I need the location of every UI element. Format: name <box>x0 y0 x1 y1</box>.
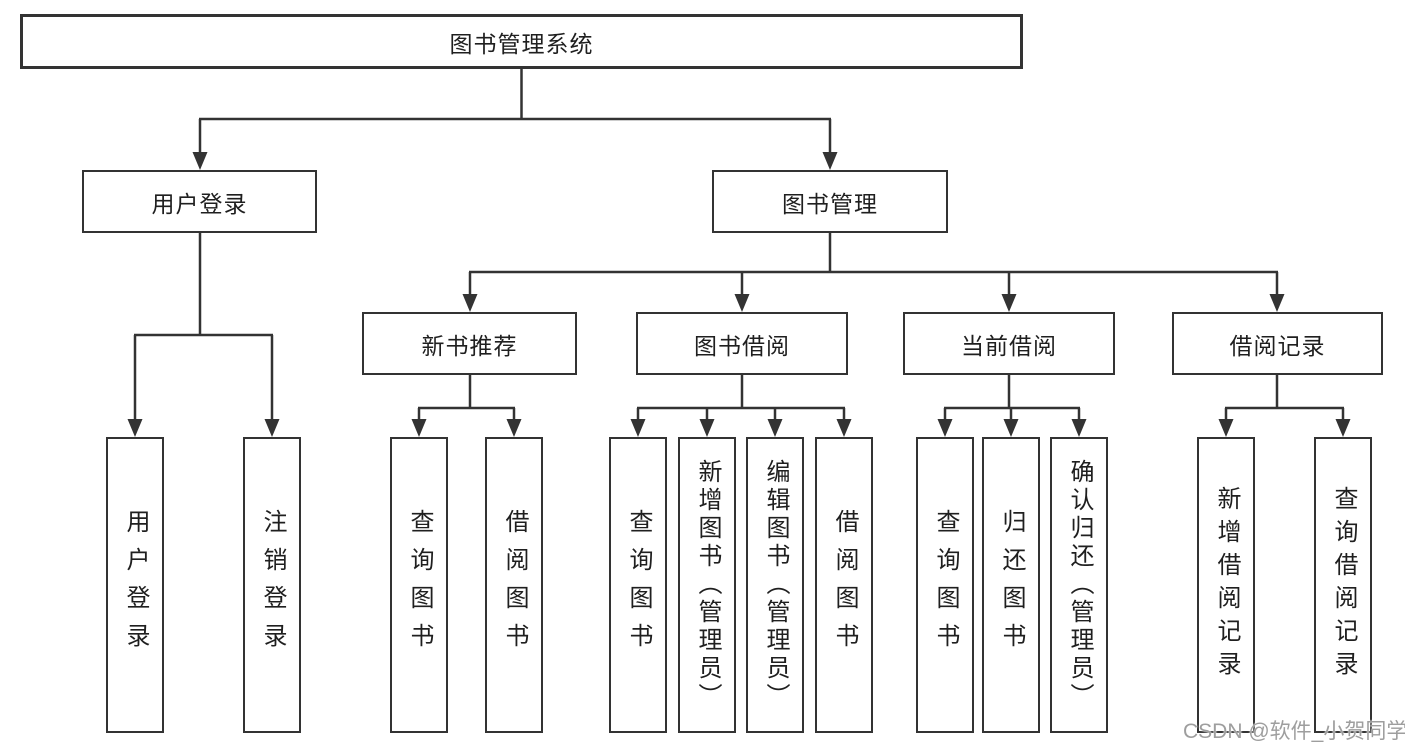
leaf-records-query-borrow-record: 查询借阅记录 <box>1314 437 1372 733</box>
leaf-recommend-query-books-label: 查询图书 <box>406 509 433 661</box>
node-borrow-records-label: 借阅记录 <box>1229 332 1326 359</box>
leaf-borrowing-borrow-books: 借阅图书 <box>815 437 873 733</box>
leaf-borrowing-edit-books-admin-label: 编辑图书（管理员） <box>762 459 789 711</box>
leaf-records-query-borrow-record-label: 查询借阅记录 <box>1330 486 1357 684</box>
leaf-records-add-borrow-record: 新增借阅记录 <box>1197 437 1255 733</box>
leaf-recommend-query-books: 查询图书 <box>390 437 448 733</box>
node-current-borrowing-label: 当前借阅 <box>961 332 1057 359</box>
leaf-user-login: 用户登录 <box>106 437 164 733</box>
leaf-current-query-books-label: 查询图书 <box>932 509 959 661</box>
leaf-borrowing-edit-books-admin: 编辑图书（管理员） <box>746 437 804 733</box>
leaf-borrowing-query-books: 查询图书 <box>609 437 667 733</box>
leaf-borrowing-add-books-admin-label: 新增图书（管理员） <box>694 459 721 711</box>
tree-edges <box>133 69 1345 420</box>
leaf-current-confirm-return-admin: 确认归还（管理员） <box>1050 437 1108 733</box>
node-root-system: 图书管理系统 <box>20 14 1023 69</box>
node-user-login-branch-label: 用户登录 <box>151 190 248 217</box>
leaf-records-add-borrow-record-label: 新增借阅记录 <box>1213 486 1240 684</box>
leaf-recommend-borrow-books-label: 借阅图书 <box>501 509 528 661</box>
node-user-login-branch: 用户登录 <box>82 170 317 233</box>
node-book-management-branch: 图书管理 <box>712 170 948 233</box>
node-book-borrowing-label: 图书借阅 <box>694 332 790 359</box>
node-new-book-recommend: 新书推荐 <box>362 312 577 375</box>
arrowhead-icons <box>127 152 1351 437</box>
leaf-borrowing-add-books-admin: 新增图书（管理员） <box>678 437 736 733</box>
leaf-user-login-label: 用户登录 <box>122 509 149 661</box>
node-book-management-branch-label: 图书管理 <box>782 190 878 217</box>
leaf-borrowing-query-books-label: 查询图书 <box>625 509 652 661</box>
leaf-current-return-books-label: 归还图书 <box>998 509 1025 661</box>
node-current-borrowing: 当前借阅 <box>903 312 1115 375</box>
leaf-recommend-borrow-books: 借阅图书 <box>485 437 543 733</box>
node-book-borrowing: 图书借阅 <box>636 312 848 375</box>
leaf-borrowing-borrow-books-label: 借阅图书 <box>831 509 858 661</box>
node-new-book-recommend-label: 新书推荐 <box>421 332 518 359</box>
node-borrow-records: 借阅记录 <box>1172 312 1383 375</box>
node-root-label: 图书管理系统 <box>449 30 594 57</box>
leaf-logout: 注销登录 <box>243 437 301 733</box>
leaf-current-query-books: 查询图书 <box>916 437 974 733</box>
leaf-logout-label: 注销登录 <box>259 509 286 661</box>
csdn-watermark: CSDN @软件_小贺同学 <box>1183 720 1405 743</box>
leaf-current-confirm-return-admin-label: 确认归还（管理员） <box>1066 459 1093 711</box>
leaf-current-return-books: 归还图书 <box>982 437 1040 733</box>
